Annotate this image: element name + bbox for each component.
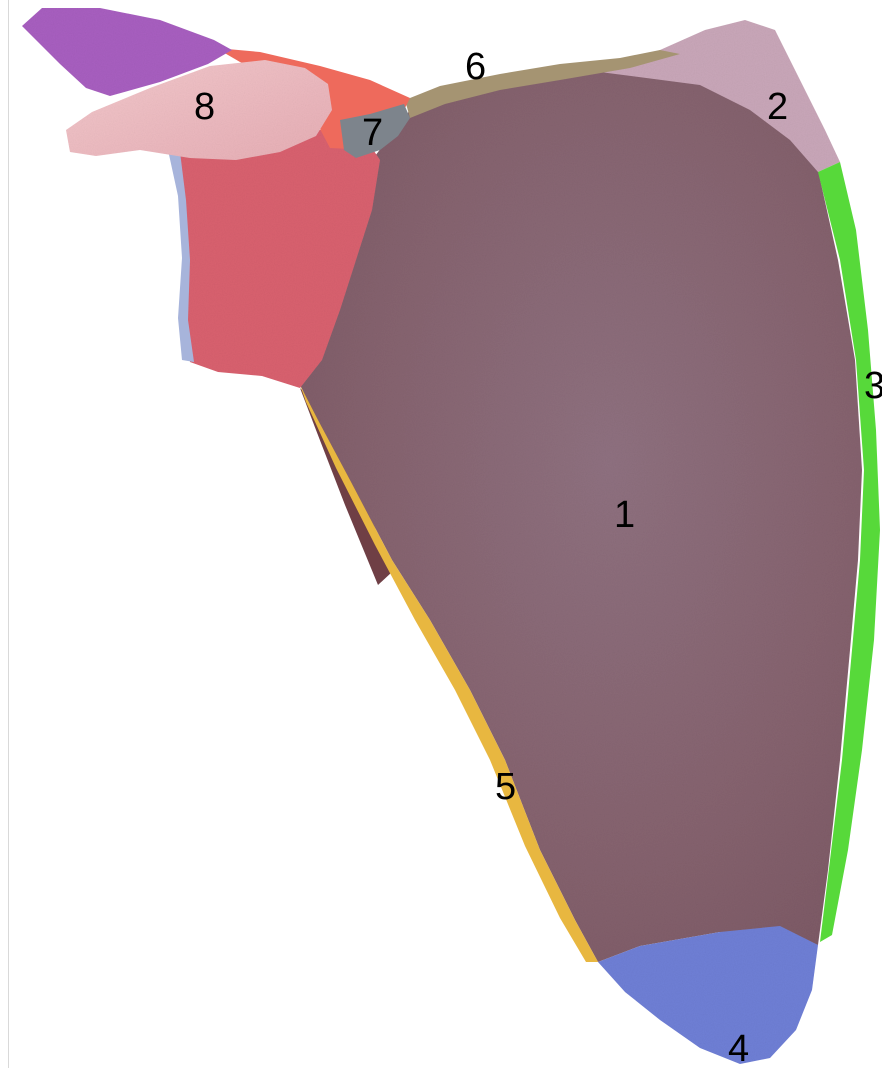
region-label-3: 3	[864, 367, 882, 405]
region-label-6: 6	[465, 48, 486, 86]
region-label-2: 2	[767, 88, 788, 126]
region-label-4: 4	[728, 1030, 749, 1068]
region-label-8: 8	[194, 88, 215, 126]
infraspinous-fossa-region	[300, 55, 862, 962]
region-label-7: 7	[362, 114, 383, 152]
region-label-1: 1	[614, 496, 635, 534]
region-label-5: 5	[495, 768, 516, 806]
